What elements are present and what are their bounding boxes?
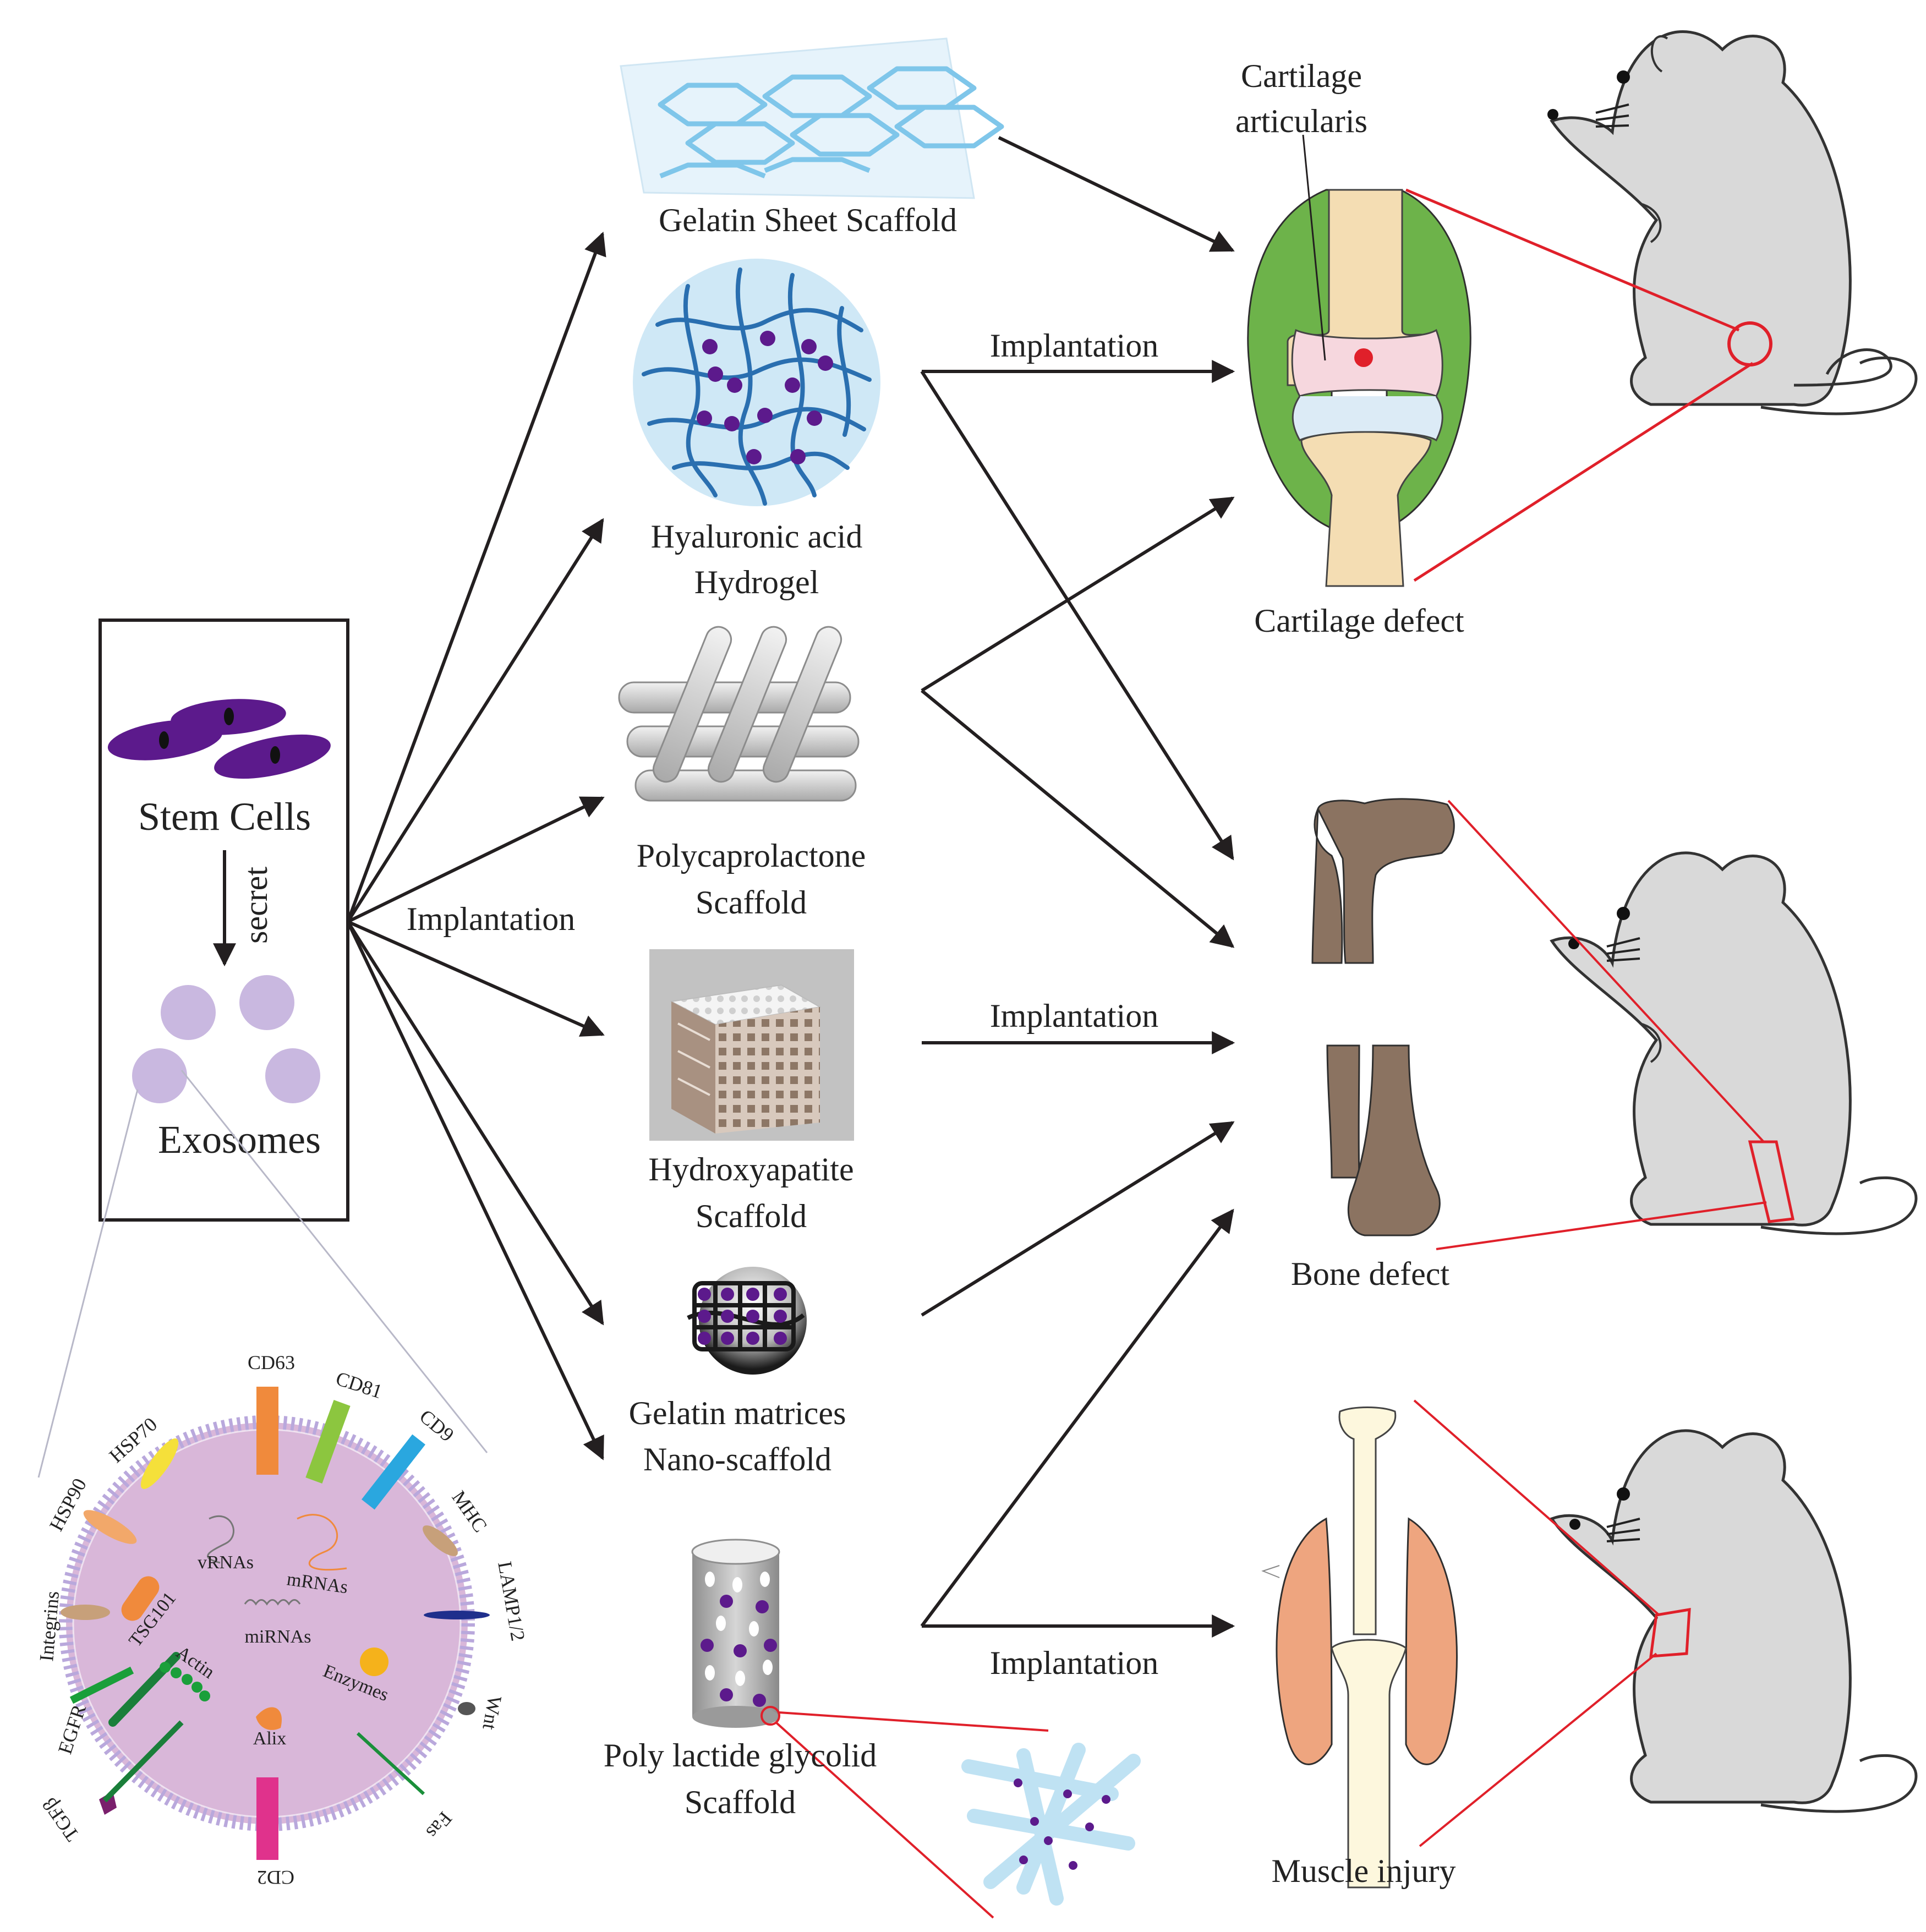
membrane-proteins — [61, 1387, 490, 1860]
bone-red-line-upper — [1447, 800, 1765, 1143]
polycaprolactone-label-2: Scaffold — [696, 884, 807, 921]
muscle-illustration — [1261, 1406, 1458, 1889]
stem-cells-illustration — [107, 699, 331, 779]
implantation-label-bottom: Implantation — [990, 1645, 1159, 1681]
source-arrows — [346, 232, 606, 1460]
plga-fiber-detail — [961, 1743, 1141, 1906]
wnt-label: Wnt — [478, 1694, 506, 1732]
lamp-label: LAMP1/2 — [494, 1559, 529, 1643]
egfr-label: EGFR — [54, 1702, 90, 1757]
mouse-top — [1547, 30, 1918, 415]
mirnas-label: miRNAs — [245, 1627, 311, 1647]
hydroxyapatite-scaffold-illustration — [649, 949, 854, 1141]
hyaluronic-hydrogel-illustration — [633, 259, 880, 506]
bone-red-line-lower — [1436, 1201, 1767, 1250]
integrins-label: Integrins — [35, 1590, 63, 1662]
source-box: Stem Cells secret Exosomes — [99, 619, 349, 1222]
tgfb-label: TGFβ — [38, 1794, 83, 1846]
implantation-label-middle: Implantation — [990, 998, 1159, 1034]
vrnas-label: vRNAs — [198, 1552, 254, 1573]
mhc-label: MHC — [447, 1487, 491, 1536]
stem-cells-label: Stem Cells — [138, 795, 311, 839]
gelatin-matrices-label-1: Gelatin matrices — [629, 1395, 846, 1431]
implantation-label-top: Implantation — [990, 327, 1159, 364]
gelatin-matrices-illustration — [687, 1267, 807, 1375]
plga-scaffold-illustration — [691, 1539, 1141, 1919]
bone-defect-label: Bone defect — [1291, 1256, 1450, 1292]
mouse-bottom — [1550, 1429, 1918, 1813]
hyaluronic-label-2: Hydrogel — [694, 564, 819, 600]
cd2-label: CD2 — [257, 1867, 294, 1889]
secret-label: secret — [238, 867, 274, 944]
muscle-red-line-upper — [1413, 1399, 1660, 1616]
source-implantation-label: Implantation — [407, 901, 576, 937]
cartilage-joint-illustration — [1247, 134, 1471, 587]
cd63-label: CD63 — [248, 1351, 295, 1373]
cartilage-red-line-upper — [1405, 188, 1739, 332]
zoom-line-right — [180, 1070, 488, 1453]
cartilage-red-line-lower — [1413, 362, 1754, 582]
gelatin-matrices-label-2: Nano-scaffold — [643, 1441, 831, 1477]
exosomes-illustration — [132, 975, 320, 1103]
mouse-middle — [1550, 851, 1918, 1235]
muscle-injury-label: Muscle injury — [1272, 1853, 1456, 1889]
exosomes-label: Exosomes — [158, 1118, 321, 1162]
alix-label: Alix — [253, 1728, 286, 1749]
implantation-arrows — [920, 136, 1235, 1638]
hydroxyapatite-label-2: Scaffold — [696, 1198, 807, 1234]
gelatin-sheet-scaffold-illustration — [620, 37, 1004, 199]
hydroxyapatite-label-1: Hydroxyapatite — [648, 1151, 853, 1187]
cd9-label: CD9 — [415, 1405, 458, 1446]
zoom-line-left — [37, 1089, 139, 1478]
cartilage-articularis-label-2: articularis — [1235, 103, 1367, 139]
fas-label: Fas — [422, 1808, 457, 1843]
gelatin-sheet-label: Gelatin Sheet Scaffold — [659, 202, 957, 238]
plga-label-1: Poly lactide glycolid — [604, 1737, 877, 1774]
polycaprolactone-label-1: Polycaprolactone — [637, 838, 866, 874]
hyaluronic-label-1: Hyaluronic acid — [651, 518, 863, 555]
cartilage-defect-label: Cartilage defect — [1254, 603, 1464, 639]
exosome-detail: CD63 CD81 CD9 MHC LAMP1/2 Wnt Fas CD2 TG… — [35, 1351, 529, 1889]
plga-label-2: Scaffold — [685, 1784, 796, 1820]
bone-illustration — [1300, 798, 1455, 1236]
muscle-red-line-lower — [1419, 1652, 1657, 1847]
cargo — [121, 1514, 389, 1730]
hsp90-label: HSP90 — [45, 1475, 91, 1535]
cd81-label: CD81 — [333, 1367, 385, 1403]
polycaprolactone-scaffold-illustration — [618, 626, 860, 802]
cartilage-articularis-label-1: Cartilage — [1241, 58, 1362, 94]
